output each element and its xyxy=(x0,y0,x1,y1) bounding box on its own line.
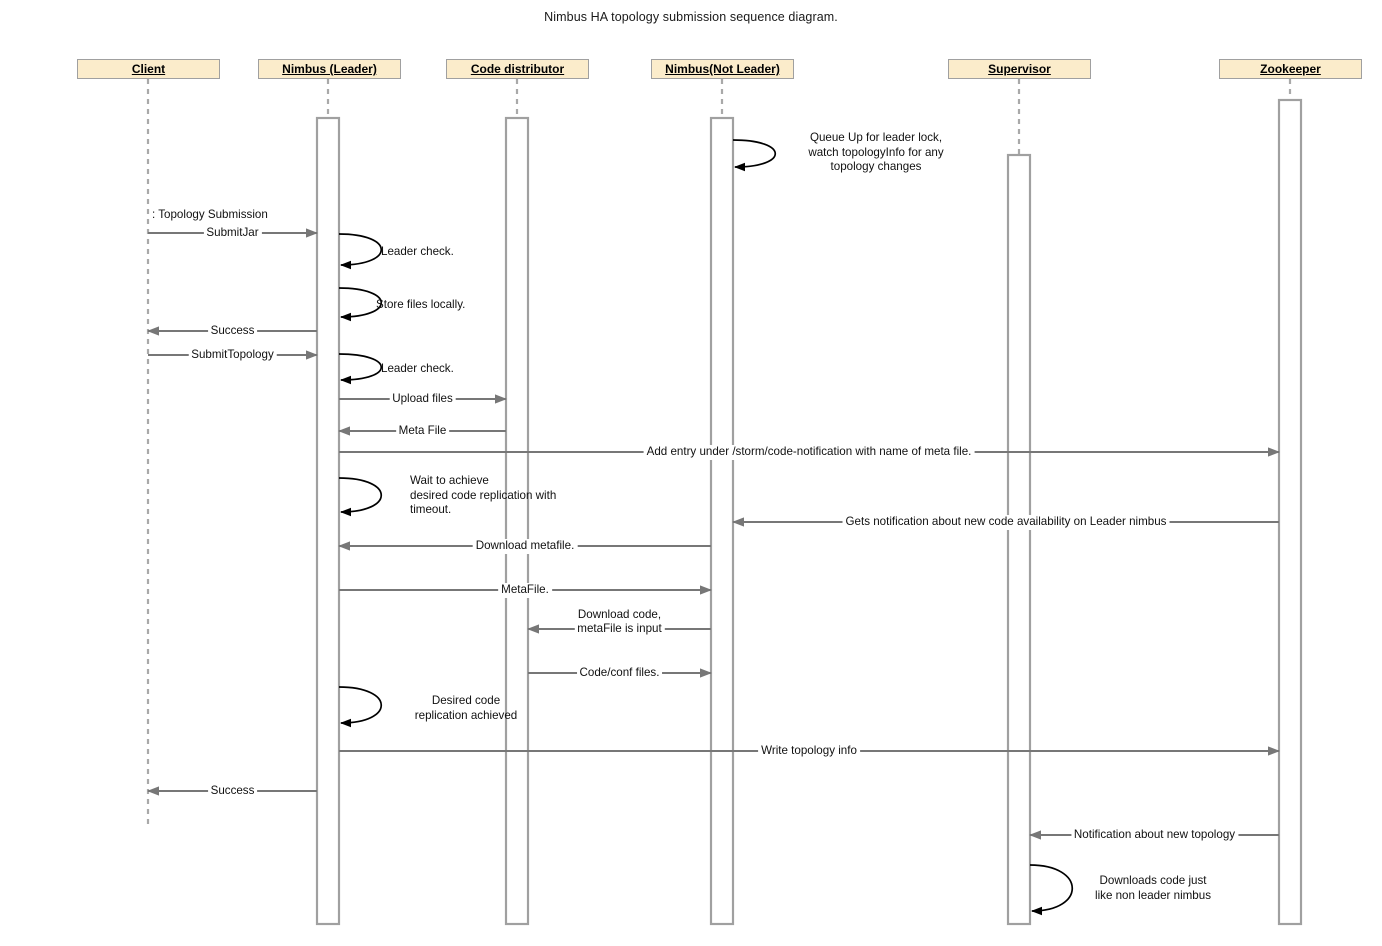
participant-label: Supervisor xyxy=(988,62,1051,76)
self-message-label-s-desired-ok: Desired code replication achieved xyxy=(414,694,518,722)
message-label-m-submitjar: SubmitJar xyxy=(203,226,262,241)
message-label-m-success-2: Success xyxy=(207,784,258,799)
activation-bar-nimbus xyxy=(315,116,341,926)
self-message-arrow-s-leader-check-2 xyxy=(338,353,383,385)
message-label-m-notif-topology: Notification about new topology xyxy=(1070,828,1239,843)
participant-label: Code distributor xyxy=(470,62,565,76)
self-message-arrow-s-queue-up xyxy=(732,139,777,172)
self-message-label-s-wait-replicate: Wait to achieve desired code replication… xyxy=(410,474,557,516)
message-label-m-gets-notif: Gets notification about new code availab… xyxy=(842,515,1170,530)
message-label-m-upload-files: Upload files xyxy=(389,392,456,407)
self-message-arrow-s-leader-check-1 xyxy=(338,233,383,270)
self-message-arrow-s-wait-replicate xyxy=(338,477,383,517)
message-label-m-metafile: MetaFile. xyxy=(498,583,552,598)
participant-notleader[interactable]: Nimbus(Not Leader) xyxy=(651,59,794,79)
participant-zookeeper[interactable]: Zookeeper xyxy=(1219,59,1362,79)
participant-codedist[interactable]: Code distributor xyxy=(446,59,589,79)
self-message-label-s-queue-up: Queue Up for leader lock, watch topology… xyxy=(808,131,944,173)
participant-label: Zookeeper xyxy=(1260,62,1321,76)
page-title: Nimbus HA topology submission sequence d… xyxy=(544,10,838,24)
self-message-label-s-store-files: Store files locally. xyxy=(376,298,466,311)
self-message-arrow-s-desired-ok xyxy=(338,686,382,728)
activation-bar-notleader xyxy=(709,116,735,926)
self-message-arrow-s-store-files xyxy=(338,287,383,322)
participant-label: Nimbus (Leader) xyxy=(282,62,377,76)
activation-bar-supervisor xyxy=(1006,153,1032,926)
message-label-m-code-conf: Code/conf files. xyxy=(576,666,663,681)
message-label-m-write-topology: Write topology info xyxy=(758,744,860,759)
participant-label: Nimbus(Not Leader) xyxy=(665,62,780,76)
participant-nimbus[interactable]: Nimbus (Leader) xyxy=(258,59,401,79)
message-label-m-meta-file: Meta File xyxy=(395,424,450,439)
message-label-m-success-1: Success xyxy=(207,324,258,339)
message-label-m-add-entry: Add entry under /storm/code-notification… xyxy=(643,445,975,460)
participant-label: Client xyxy=(131,62,166,76)
participant-supervisor[interactable]: Supervisor xyxy=(948,59,1091,79)
activation-bar-codedist xyxy=(504,116,530,926)
participant-client[interactable]: Client xyxy=(77,59,220,79)
message-label-m-download-code: Download code, metaFile is input xyxy=(574,607,665,637)
activation-bar-zookeeper xyxy=(1277,98,1303,926)
self-message-label-s-leader-check-1: Leader check. xyxy=(381,245,454,258)
topology-submission-note: : Topology Submission xyxy=(152,208,268,221)
message-label-m-submittopology: SubmitTopology xyxy=(188,348,277,363)
self-message-label-s-downloads-code: Downloads code just like non leader nimb… xyxy=(1094,874,1212,902)
self-message-label-s-leader-check-2: Leader check. xyxy=(381,362,454,375)
self-message-arrow-s-downloads-code xyxy=(1029,864,1073,916)
message-label-m-download-meta: Download metafile. xyxy=(472,539,578,554)
